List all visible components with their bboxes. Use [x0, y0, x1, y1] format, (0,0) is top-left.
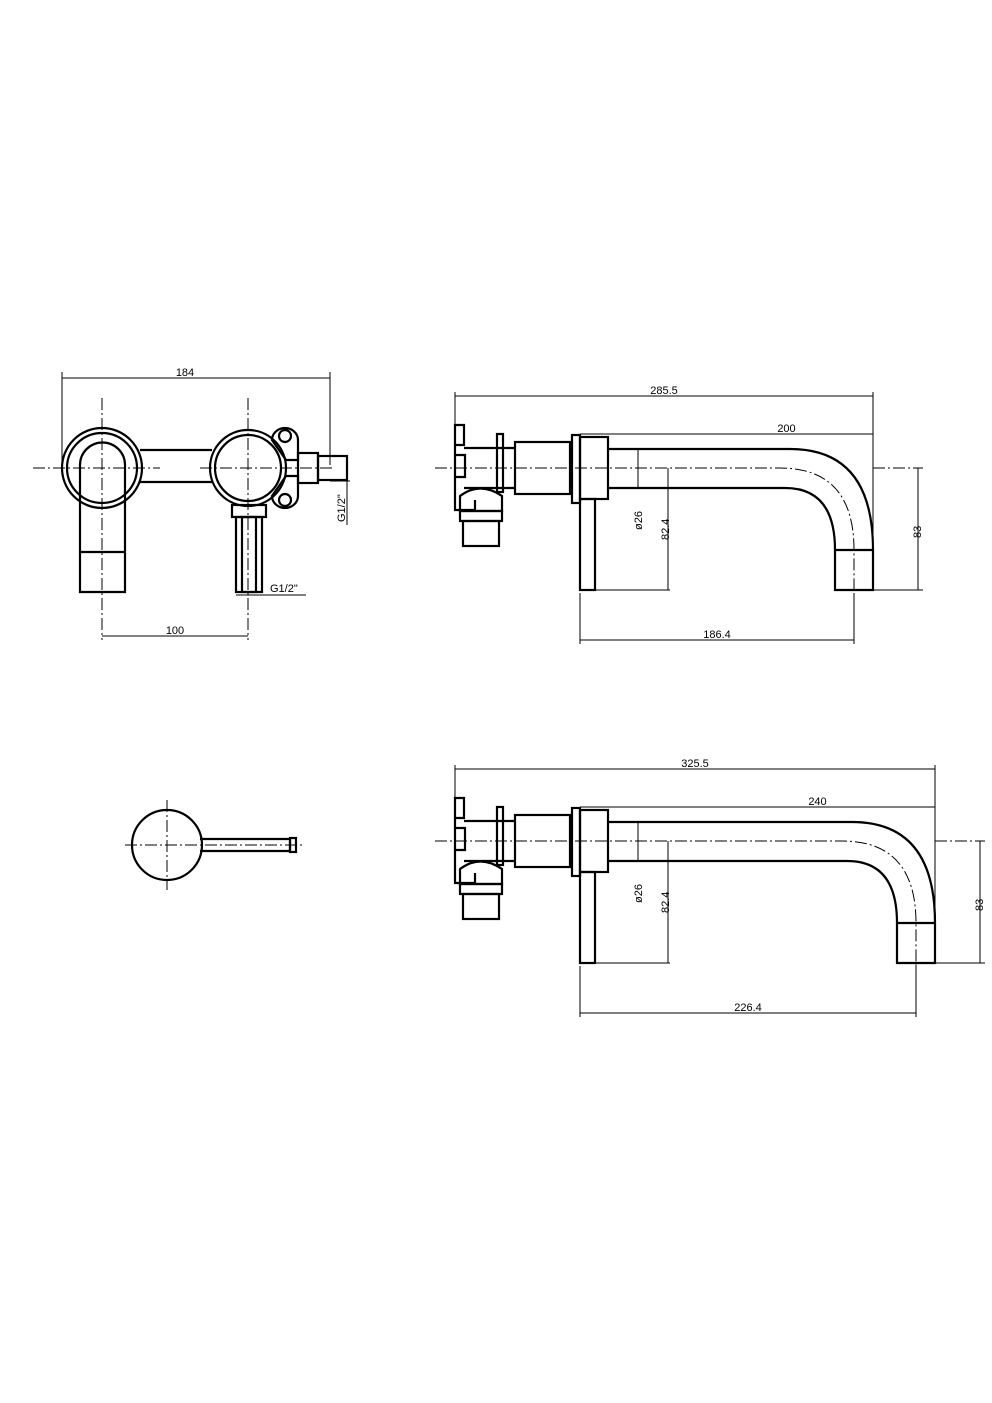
lever	[578, 497, 597, 592]
inlet-connector	[461, 519, 501, 548]
top-view	[125, 800, 305, 890]
inlet-connector	[461, 892, 501, 921]
spout-front	[78, 441, 127, 594]
spout	[608, 820, 937, 965]
dimension-label: 100	[166, 625, 184, 637]
dimension-label: 200	[777, 423, 795, 435]
dimension-label: 240	[808, 796, 826, 808]
centerline	[435, 467, 855, 596]
dimension-label: 82.4	[660, 519, 672, 540]
side-view-240: 325.5 240 ø26 82.4 83 226.4	[435, 758, 986, 1017]
front-view: 184 G1/2" G1/2" 100	[33, 367, 350, 640]
nut	[458, 509, 504, 523]
dimension-label: 325.5	[681, 758, 709, 770]
diameter-label: ø26	[633, 511, 645, 530]
dimension-label: 82.4	[660, 892, 672, 913]
wall-plate	[570, 433, 582, 505]
bottom-connection-label: G1/2"	[270, 583, 298, 595]
nut	[458, 882, 504, 896]
dimension-label: 184	[176, 367, 194, 379]
spout	[608, 447, 875, 592]
wall-plate	[570, 806, 582, 878]
dimension-label: 83	[974, 899, 986, 911]
elbow	[458, 487, 504, 513]
centerline	[435, 840, 917, 969]
elbow	[458, 860, 504, 886]
side-view-200: 285.5 200 ø26 82.4 83 186.4	[435, 385, 924, 644]
lever	[578, 870, 597, 965]
dimension-label: 226.4	[734, 1002, 762, 1014]
dimension-label: 285.5	[650, 385, 678, 397]
dimension-label: 83	[912, 526, 924, 538]
dimension-label: 186.4	[703, 629, 731, 641]
diameter-label: ø26	[633, 884, 645, 903]
side-connection-label: G1/2"	[336, 494, 348, 522]
